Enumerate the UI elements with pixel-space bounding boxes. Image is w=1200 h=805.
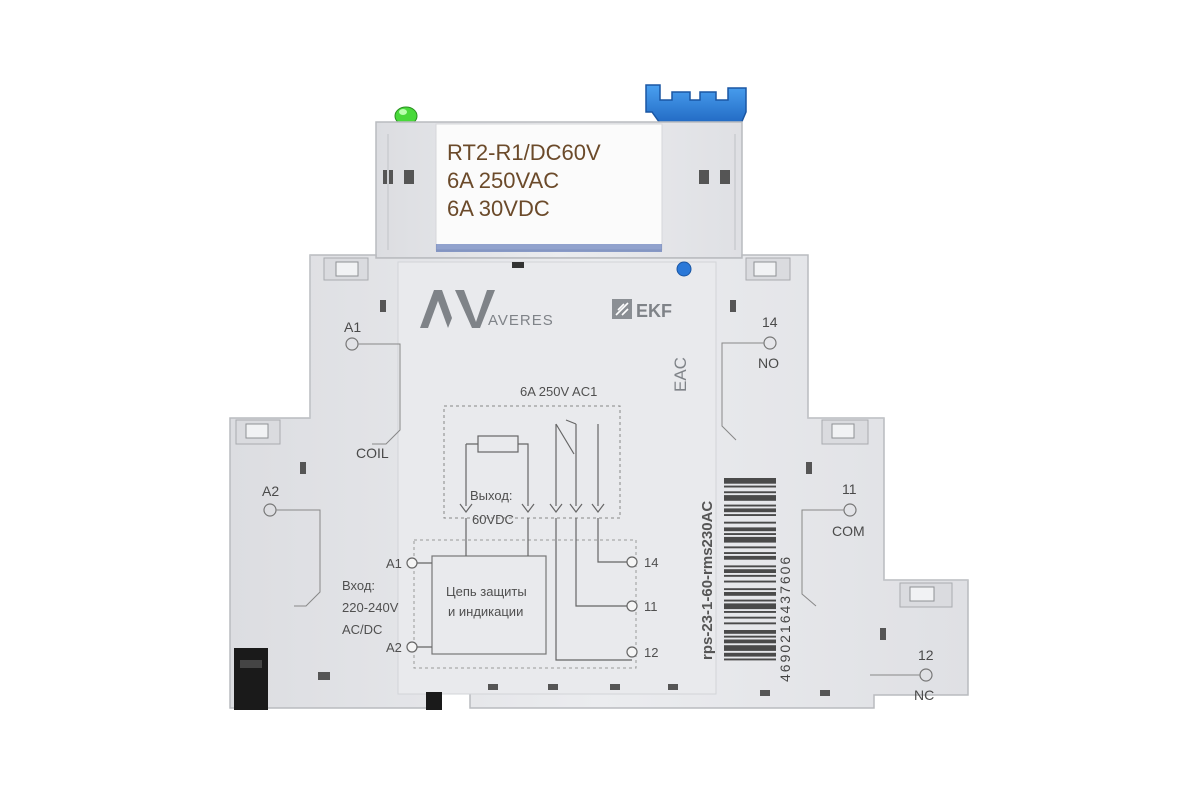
terminal-11-label: 11 <box>842 481 857 497</box>
terminal-a2-label: A2 <box>262 483 279 499</box>
schematic-a2: A2 <box>386 640 402 655</box>
input-label-line3: AC/DC <box>342 622 382 637</box>
schematic-12: 12 <box>644 645 658 660</box>
barcode-bar <box>724 485 776 488</box>
terminal-com-label: COM <box>832 523 865 539</box>
barcode-bar <box>724 574 776 577</box>
barcode-bar <box>724 478 776 484</box>
terminal-12-label: 12 <box>918 647 934 663</box>
barcode-bar <box>724 565 776 568</box>
block-label-line1: Цепь защиты <box>446 584 527 599</box>
schematic-a1: A1 <box>386 556 402 571</box>
barcode-bar <box>724 635 776 638</box>
eac-mark: EAC <box>671 357 690 392</box>
green-led <box>394 106 418 126</box>
barcode-bar <box>724 504 776 507</box>
barcode-bar <box>724 569 776 573</box>
barcode-bar <box>724 546 776 549</box>
barcode-bar <box>724 599 776 602</box>
rating-label: 6A 250V AC1 <box>520 384 597 399</box>
terminal-no-label: NO <box>758 355 779 371</box>
barcode-bar <box>724 533 776 535</box>
terminal-a1-label: A1 <box>344 319 361 335</box>
barcode-bar <box>724 611 776 613</box>
barcode-bar <box>724 580 776 583</box>
barcode-bar <box>724 592 776 596</box>
block-label-line2: и индикации <box>448 604 523 619</box>
terminal-14-label: 14 <box>762 314 778 330</box>
barcode-bar <box>724 495 776 501</box>
barcode-bar <box>724 603 776 610</box>
barcode-bar <box>724 645 776 651</box>
terminal-labels: A1 COIL A2 14 NO 11 COM 12 NC <box>262 314 934 703</box>
din-rail-clip <box>234 648 442 710</box>
wiring-schematic: 6A 250V AC1 Выход: 60VDC Цепь защиты и и… <box>342 384 658 669</box>
barcode-bar <box>724 555 776 560</box>
relay-label: RT2-R1/DC60V 6A 250VAC 6A 30VDC <box>435 123 663 252</box>
averes-name: AVERES <box>488 312 554 329</box>
barcode-bar <box>724 527 776 532</box>
ekf-name: EKF <box>636 301 672 321</box>
terminal-nc-label: NC <box>914 687 934 703</box>
barcode-bar <box>724 616 776 619</box>
barcode-bar <box>724 521 776 524</box>
barcode-bar <box>724 630 776 634</box>
barcode-bar <box>724 508 776 513</box>
module-body <box>229 254 969 709</box>
barcode-bar <box>724 639 776 644</box>
barcode-bar <box>724 588 776 591</box>
schematic-11: 11 <box>644 599 658 614</box>
relay-label-line1: RT2-R1/DC60V <box>447 140 601 165</box>
relay-label-line2: 6A 250VAC <box>447 168 559 193</box>
blue-latch <box>645 84 747 127</box>
barcode-bar <box>724 552 776 554</box>
blue-indicator-dot <box>676 261 692 277</box>
output-label-line1: Выход: <box>470 488 513 503</box>
barcode-bar <box>724 536 776 543</box>
ekf-logo: EKF <box>612 299 672 321</box>
input-label-line1: Вход: <box>342 578 375 593</box>
averes-logo: AVERES <box>420 290 554 329</box>
input-label-line2: 220-240V <box>342 600 399 615</box>
barcode: 4690216437606 <box>724 478 793 682</box>
terminal-clamps <box>235 257 953 696</box>
article-number: rps-23-1-60-rms230AC <box>699 501 716 660</box>
barcode-bar <box>724 514 776 516</box>
barcode-bar <box>724 491 776 494</box>
schematic-14: 14 <box>644 555 658 570</box>
barcode-bar <box>724 658 776 661</box>
terminal-coil-label: COIL <box>356 445 389 461</box>
barcode-bar <box>724 652 776 657</box>
relay-label-line3: 6A 30VDC <box>447 196 550 221</box>
barcode-digits: 4690216437606 <box>777 555 793 682</box>
output-label-line2: 60VDC <box>472 512 514 527</box>
barcode-bar <box>724 622 776 625</box>
